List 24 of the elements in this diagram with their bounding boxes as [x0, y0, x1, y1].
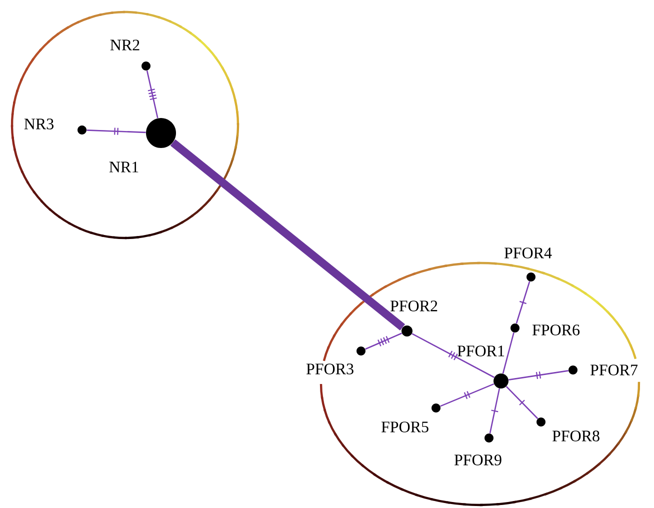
- network-link: [489, 388, 500, 434]
- haplotype-label: FPOR5: [381, 422, 428, 432]
- network-link: [516, 281, 530, 324]
- network-link: [508, 370, 568, 380]
- haplotype-label: PFOR7: [590, 364, 638, 376]
- haplotype-label: PFOR9: [454, 454, 502, 466]
- haplotype-label: PFOR2: [390, 300, 438, 312]
- network-link: [506, 386, 538, 420]
- haplotype-label: NR3: [24, 118, 54, 130]
- haplotype-label: NR2: [110, 40, 140, 50]
- haplotype-label: NR1: [109, 162, 138, 172]
- network-link: [502, 332, 514, 374]
- network-link: [86, 128, 146, 135]
- network-link: [146, 70, 158, 118]
- network-link: [365, 332, 402, 350]
- haplotype-label: FPOR6: [532, 324, 580, 336]
- haplotype-label: PFOR8: [552, 430, 600, 442]
- haplotype-label: PFOR4: [504, 248, 552, 258]
- haplotype-label: PFOR3: [306, 364, 354, 374]
- haplotype-label: PFOR1: [457, 346, 504, 356]
- network-link: [440, 383, 494, 407]
- group-circle: [10, 10, 240, 240]
- network-link: [170, 139, 406, 331]
- network-link: [412, 333, 495, 378]
